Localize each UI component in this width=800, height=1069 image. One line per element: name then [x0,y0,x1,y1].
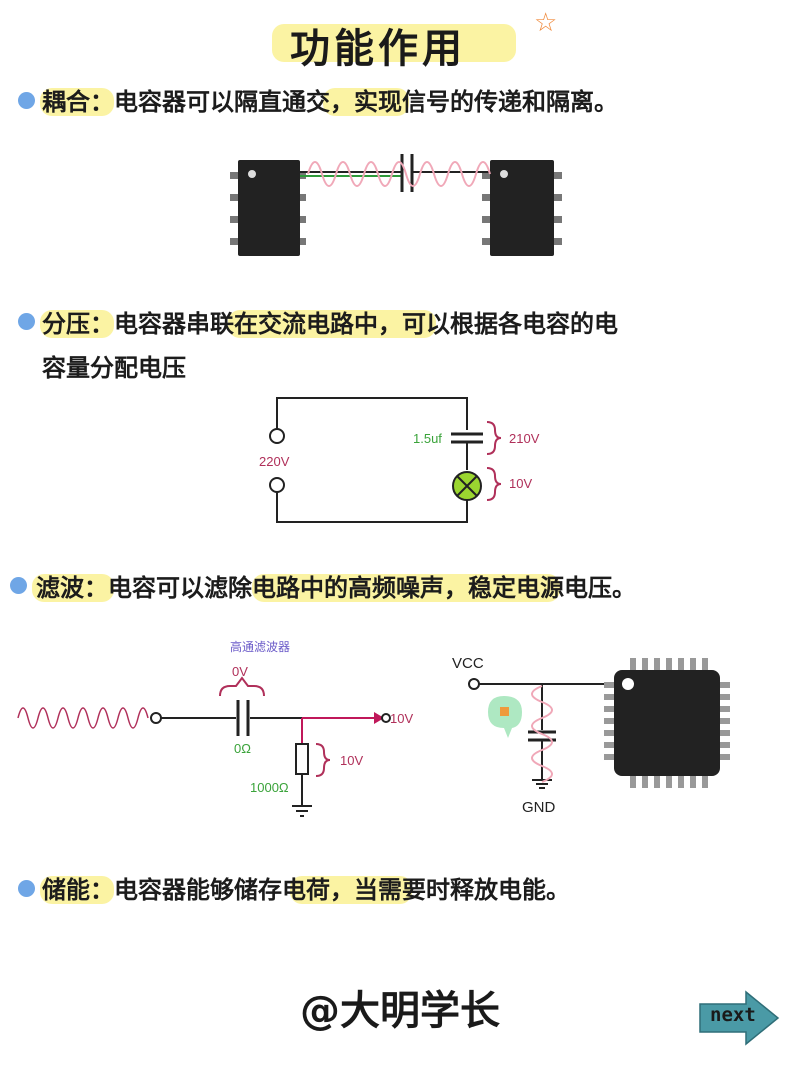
section-text: 电容器串联在交流电路中，可以根据各电容的电 [114,310,618,338]
text-highlight [252,574,560,602]
next-button[interactable]: next [696,990,780,1046]
section-storage: 储能：电容器能够储存电荷，当需要时释放电能。 [42,876,570,904]
capacitor-label: 1.5uf [413,431,442,446]
next-label: next [710,1004,756,1026]
bullet-icon [18,313,35,330]
term-highlight [40,876,114,904]
bubble-icon [488,696,522,738]
resistance-label: 1000Ω [250,780,289,795]
right-chip [490,160,554,256]
text-highlight [290,876,412,904]
cap-voltage-label: 0V [232,664,248,679]
lamp-voltage-label: 10V [509,476,532,491]
section-term: 滤波 [36,574,84,602]
bullet-icon [18,880,35,897]
section-term: 分压 [42,310,90,338]
filter-diagram: 高通滤波器 0V 10V 0Ω 10V 1000Ω [17,639,413,817]
title-highlight [272,24,516,62]
term-highlight [32,574,114,602]
page-title: 功能作用 [290,26,466,72]
source-voltage-label: 220V [259,454,290,469]
decoupling-diagram: VCC GND [452,655,730,816]
signal-wave [307,161,491,187]
text-highlight [323,88,409,116]
left-chip [238,160,300,256]
cap-voltage-label: 210V [509,431,540,446]
section-term: 储能 [42,876,90,904]
section-filter: 滤波：电容可以滤除电路中的高频噪声，稳定电源电压。 [36,574,636,602]
section-coupling: 耦合：电容器可以隔直通交，实现信号的传递和隔离。 [42,88,618,116]
cap-impedance-label: 0Ω [234,741,251,756]
section-text: 电容器可以隔直通交，实现信号的传递和隔离。 [114,88,618,116]
vcc-label: VCC [452,655,484,672]
gnd-label: GND [522,799,556,816]
divider-diagram: 1.5uf 210V 10V 220V [259,397,540,523]
mcu-chip [614,670,720,776]
bullet-icon [18,92,35,109]
term-highlight [40,310,114,338]
section-divider: 分压：电容器串联在交流电路中，可以根据各电容的电 [42,310,618,338]
text-highlight [228,310,436,338]
term-highlight [40,88,114,116]
section-divider-line2: 容量分配电压 [42,354,186,382]
input-wave [17,707,149,729]
coupling-diagram [230,154,562,256]
noise-wave [531,685,553,783]
resistor-voltage-label: 10V [340,753,363,768]
section-text: 电容可以滤除电路中的高频噪声，稳定电源电压。 [108,574,636,602]
section-term: 耦合 [42,88,90,116]
output-voltage-label: 10V [390,711,413,726]
author-signature: @大明学长 [300,988,500,1034]
resistor-icon [295,743,309,775]
section-text: 电容器能够储存电荷，当需要时释放电能。 [114,876,570,904]
bullet-icon [10,577,27,594]
star-icon: ☆ [534,8,558,38]
filter-title: 高通滤波器 [230,639,290,654]
